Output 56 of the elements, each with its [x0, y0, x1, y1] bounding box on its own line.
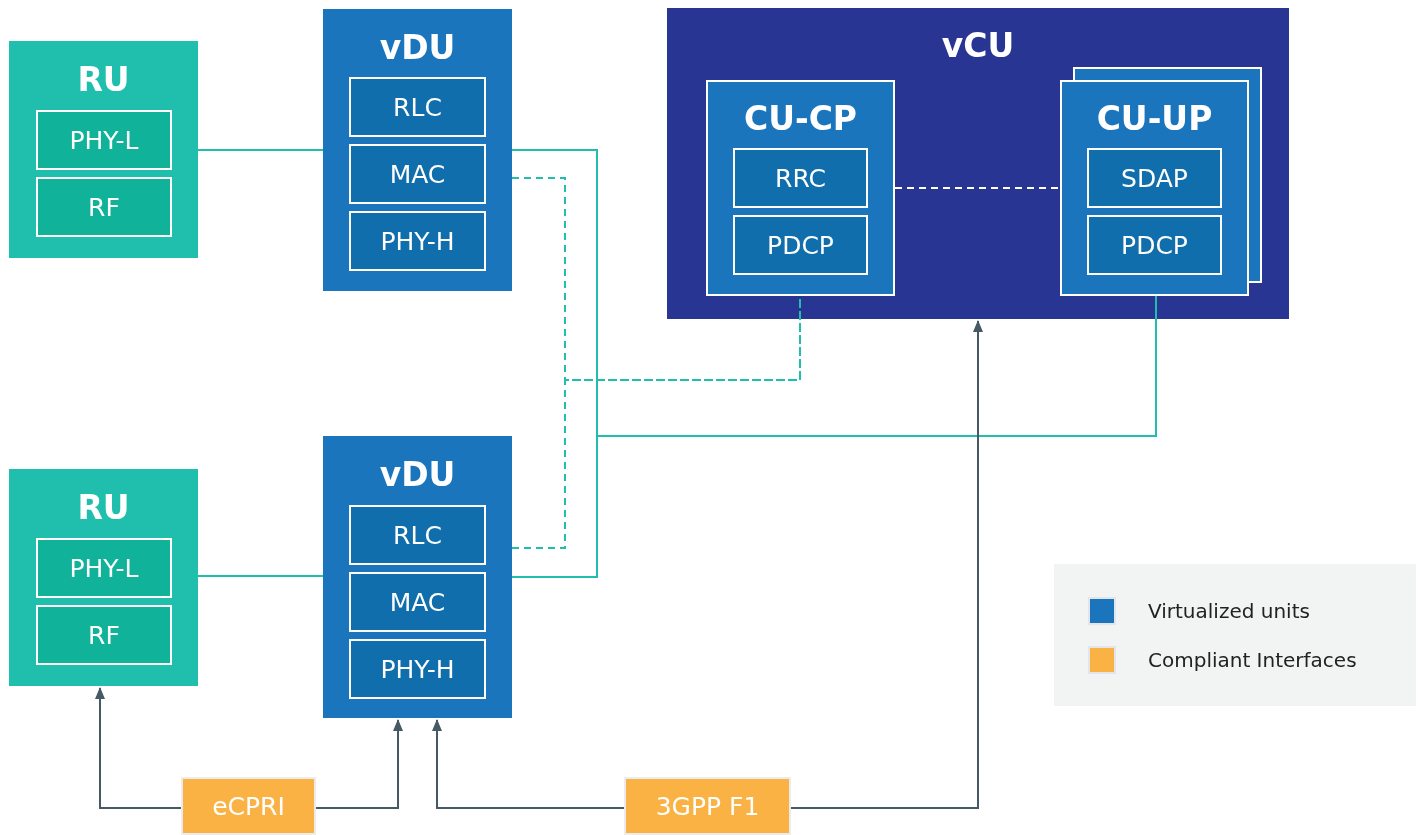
layer-box: [349, 211, 486, 271]
unit-title: vCU: [940, 29, 1016, 62]
connector-line: [197, 149, 324, 151]
arrow: [790, 320, 983, 809]
layer-label: PDCP: [767, 232, 834, 258]
layer-box: [349, 572, 486, 632]
layer-label: MAC: [389, 589, 446, 615]
arrow: [95, 687, 182, 809]
unit-box: [323, 436, 512, 718]
interface-box: [624, 777, 791, 835]
unit-box: [1060, 80, 1249, 296]
layer-box: [733, 215, 868, 275]
radio-unit-box: [9, 41, 198, 258]
arrow: [315, 719, 403, 809]
arrow: [432, 719, 625, 809]
layer-box: [349, 505, 486, 565]
layer-box: [349, 77, 486, 137]
layer-label: 3GPP F1: [655, 793, 760, 819]
layer-box: [1087, 215, 1222, 275]
dashed-connector: [511, 177, 801, 381]
layer-label: PHY-H: [380, 656, 455, 682]
legend-label: Virtualized units: [1148, 597, 1310, 625]
layer-box: [349, 144, 486, 204]
central-unit-panel: [667, 8, 1289, 319]
layer-box: [349, 639, 486, 699]
layer-label: PHY-L: [69, 127, 139, 153]
layer-label: eCPRI: [212, 793, 285, 819]
layer-label: PHY-L: [69, 555, 139, 581]
connector-line: [197, 575, 324, 577]
unit-title: RU: [76, 491, 131, 524]
layer-label: SDAP: [1121, 165, 1188, 191]
layer-label: PDCP: [1121, 232, 1188, 258]
unit-title: vDU: [378, 458, 457, 491]
layer-label: RRC: [775, 165, 826, 191]
layer-box: [36, 110, 172, 170]
layer-label: RF: [88, 622, 120, 648]
layer-label: PHY-H: [380, 228, 455, 254]
layer-label: MAC: [389, 161, 446, 187]
layer-box: [36, 177, 172, 237]
legend-label: Compliant Interfaces: [1148, 646, 1357, 674]
unit-title: CU-CP: [742, 102, 859, 135]
unit-title: CU-UP: [1095, 102, 1214, 135]
layer-box: [36, 538, 172, 598]
unit-box: [323, 9, 512, 291]
dashed-connector: [894, 187, 1061, 189]
layer-box: [733, 148, 868, 208]
interface-box: [181, 777, 316, 835]
unit-title: vDU: [378, 31, 457, 64]
layer-label: RF: [88, 194, 120, 220]
layer-box: [36, 605, 172, 665]
layer-label: RLC: [393, 94, 442, 120]
layer-box: [1087, 148, 1222, 208]
unit-box: [706, 80, 895, 296]
radio-unit-box: [9, 469, 198, 686]
unit-title: RU: [76, 63, 131, 96]
layer-label: RLC: [393, 522, 442, 548]
